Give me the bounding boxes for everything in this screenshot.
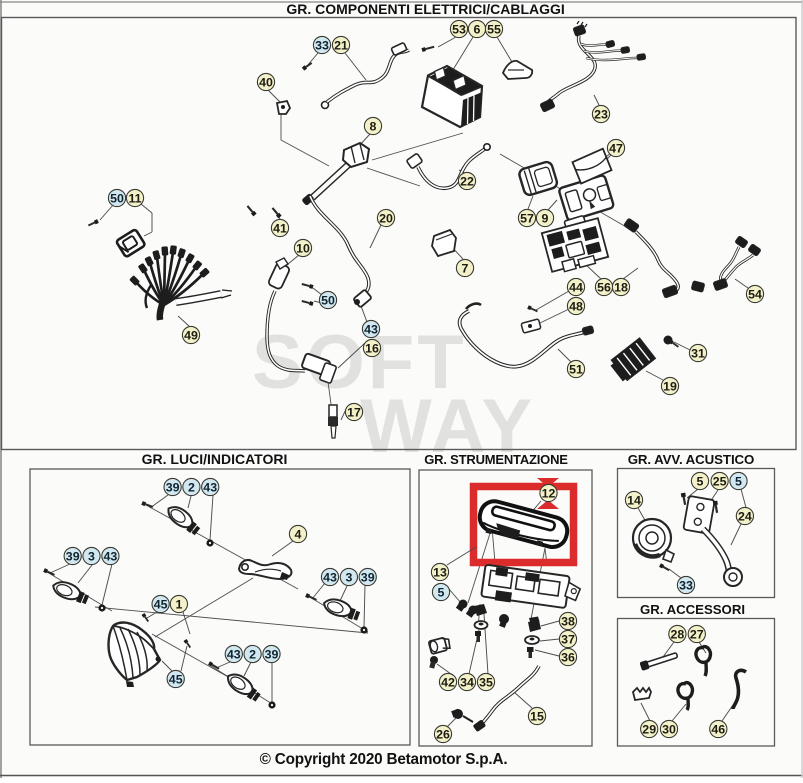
svg-text:9: 9 xyxy=(542,211,549,225)
svg-text:44: 44 xyxy=(569,280,583,294)
svg-text:28: 28 xyxy=(671,627,685,641)
svg-text:48: 48 xyxy=(569,299,583,313)
svg-text:55: 55 xyxy=(487,22,501,36)
svg-text:GR. LUCI/INDICATORI: GR. LUCI/INDICATORI xyxy=(142,451,288,467)
svg-text:20: 20 xyxy=(379,211,393,225)
svg-text:27: 27 xyxy=(690,627,704,641)
svg-text:GR. ACCESSORI: GR. ACCESSORI xyxy=(640,602,745,617)
svg-text:54: 54 xyxy=(748,287,762,301)
svg-text:GR. STRUMENTAZIONE: GR. STRUMENTAZIONE xyxy=(424,452,568,467)
svg-text:31: 31 xyxy=(691,346,705,360)
svg-text:50: 50 xyxy=(321,293,335,307)
svg-text:22: 22 xyxy=(460,174,474,188)
svg-text:13: 13 xyxy=(433,565,447,579)
svg-text:4: 4 xyxy=(295,527,302,541)
svg-text:39: 39 xyxy=(66,549,80,563)
svg-text:WAY: WAY xyxy=(360,384,535,469)
svg-text:26: 26 xyxy=(436,727,450,741)
svg-text:1: 1 xyxy=(175,597,182,611)
svg-text:34: 34 xyxy=(460,675,474,689)
svg-text:7: 7 xyxy=(462,261,469,275)
svg-text:23: 23 xyxy=(594,107,608,121)
svg-text:24: 24 xyxy=(738,509,752,523)
svg-text:17: 17 xyxy=(347,405,361,419)
svg-text:43: 43 xyxy=(104,549,118,563)
svg-text:36: 36 xyxy=(561,650,575,664)
svg-text:8: 8 xyxy=(370,119,377,133)
svg-text:12: 12 xyxy=(542,486,556,500)
svg-text:29: 29 xyxy=(642,722,656,736)
svg-text:50: 50 xyxy=(110,191,124,205)
svg-text:35: 35 xyxy=(479,675,493,689)
svg-text:45: 45 xyxy=(169,672,183,686)
svg-text:38: 38 xyxy=(561,614,575,628)
svg-text:SOFT: SOFT xyxy=(252,320,467,405)
svg-text:39: 39 xyxy=(265,647,279,661)
svg-text:40: 40 xyxy=(259,75,273,89)
svg-text:6: 6 xyxy=(474,22,481,36)
svg-text:33: 33 xyxy=(679,578,693,592)
svg-text:51: 51 xyxy=(569,362,583,376)
svg-text:© Copyright 2020 Betamotor S.p: © Copyright 2020 Betamotor S.p.A. xyxy=(260,751,508,768)
svg-text:43: 43 xyxy=(364,322,378,336)
svg-text:18: 18 xyxy=(614,280,628,294)
svg-text:43: 43 xyxy=(323,570,337,584)
svg-text:41: 41 xyxy=(273,221,287,235)
svg-text:2: 2 xyxy=(249,647,256,661)
svg-text:56: 56 xyxy=(597,280,611,294)
svg-text:3: 3 xyxy=(345,570,352,584)
svg-text:42: 42 xyxy=(441,675,455,689)
svg-text:47: 47 xyxy=(609,141,623,155)
svg-text:43: 43 xyxy=(203,480,217,494)
svg-text:GR. COMPONENTI ELETTRICI/CABLA: GR. COMPONENTI ELETTRICI/CABLAGGI xyxy=(286,1,564,17)
svg-text:5: 5 xyxy=(697,474,704,488)
svg-text:5: 5 xyxy=(735,474,742,488)
svg-text:2: 2 xyxy=(188,480,195,494)
svg-text:37: 37 xyxy=(561,632,575,646)
svg-text:39: 39 xyxy=(166,480,180,494)
svg-text:49: 49 xyxy=(184,328,198,342)
svg-text:10: 10 xyxy=(296,241,310,255)
svg-text:45: 45 xyxy=(154,597,168,611)
svg-text:5: 5 xyxy=(438,585,445,599)
svg-text:39: 39 xyxy=(361,570,375,584)
svg-text:GR. AVV. ACUSTICO: GR. AVV. ACUSTICO xyxy=(628,452,755,467)
svg-text:16: 16 xyxy=(365,341,379,355)
svg-text:33: 33 xyxy=(315,38,329,52)
svg-text:21: 21 xyxy=(334,38,348,52)
svg-text:46: 46 xyxy=(711,722,725,736)
svg-text:43: 43 xyxy=(227,647,241,661)
svg-text:3: 3 xyxy=(88,549,95,563)
svg-text:19: 19 xyxy=(663,379,677,393)
svg-text:14: 14 xyxy=(627,493,641,507)
svg-text:57: 57 xyxy=(520,211,534,225)
svg-text:25: 25 xyxy=(713,474,727,488)
svg-text:15: 15 xyxy=(530,709,544,723)
svg-text:30: 30 xyxy=(662,722,676,736)
svg-text:53: 53 xyxy=(452,22,466,36)
svg-text:11: 11 xyxy=(128,191,141,205)
